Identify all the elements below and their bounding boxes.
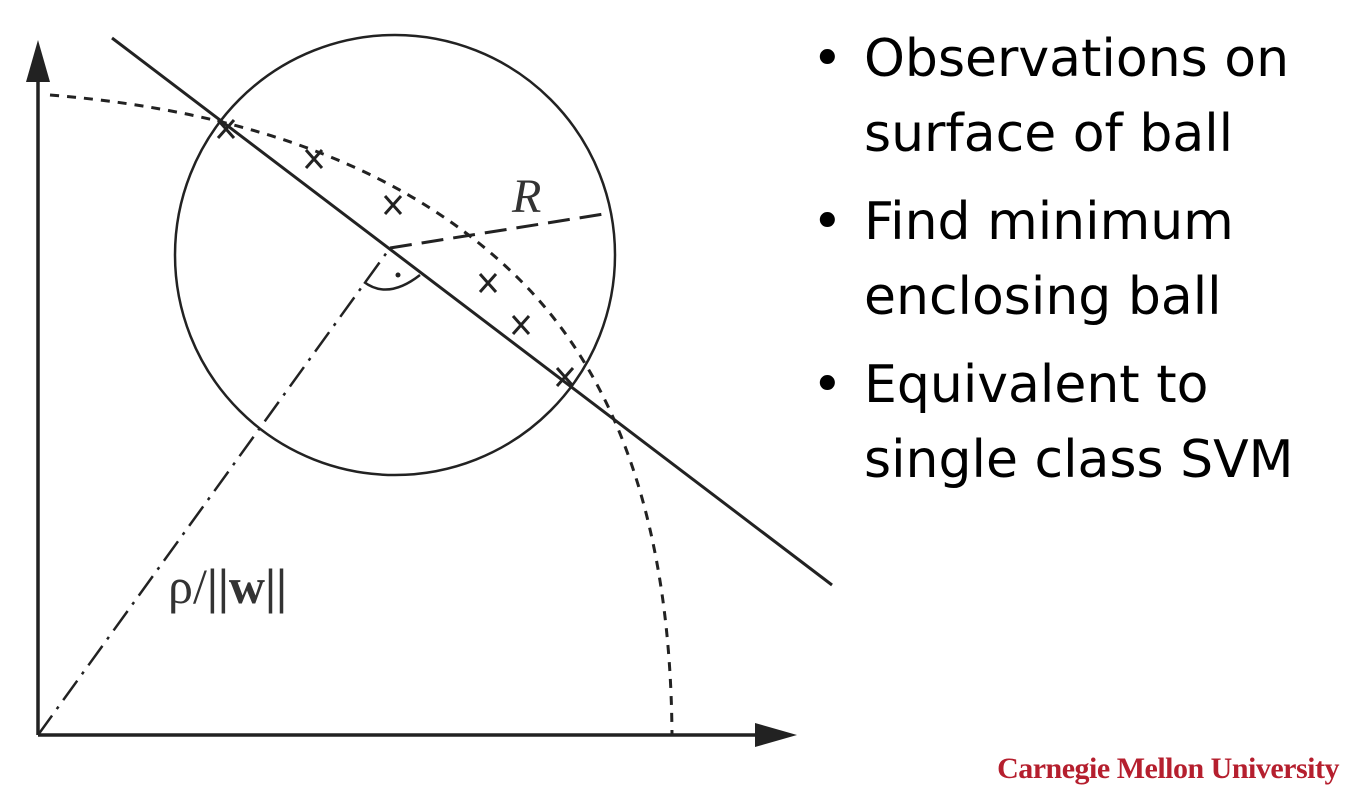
dashed-arc xyxy=(49,93,674,736)
observation-point xyxy=(216,119,236,139)
bullet-list: • Observations on surface of ball • Find… xyxy=(808,22,1338,511)
distance-label: ρ/||w|| xyxy=(168,558,287,614)
observation-point xyxy=(383,195,403,215)
bullet-item: • Observations on surface of ball xyxy=(808,22,1338,172)
bullet-text-line: Find minimum xyxy=(864,192,1234,252)
radius-line xyxy=(389,211,611,250)
normal-distance-line xyxy=(36,247,392,736)
bullet-text-line: Observations on xyxy=(864,29,1290,89)
bullet-item: • Find minimum enclosing ball xyxy=(808,185,1338,335)
x-axis-arrowhead xyxy=(755,723,797,747)
observation-point xyxy=(555,367,575,387)
radius-label: R xyxy=(511,170,541,223)
observation-point xyxy=(478,273,498,293)
bullet-icon: • xyxy=(812,355,843,415)
bullet-icon: • xyxy=(812,29,843,89)
observation-point xyxy=(304,149,324,169)
distance-label-norm-left: || xyxy=(207,558,229,614)
bullet-text-line: single class SVM xyxy=(864,430,1294,490)
right-angle-dot xyxy=(395,272,401,278)
distance-label-norm-right: || xyxy=(265,558,287,614)
right-angle-marker xyxy=(363,274,421,291)
cmu-logo: Carnegie Mellon University xyxy=(997,752,1339,785)
bullet-text-line: Equivalent to xyxy=(864,355,1209,415)
bullet-text-line: enclosing ball xyxy=(864,267,1222,327)
hyperplane-line xyxy=(111,36,833,587)
bullet-text-line: surface of ball xyxy=(864,104,1234,164)
bullet-item: • Equivalent to single class SVM xyxy=(808,348,1338,498)
distance-label-w: w xyxy=(229,558,265,614)
enclosing-ball-diagram: R ρ/||w|| xyxy=(26,33,833,747)
distance-label-rho: ρ/ xyxy=(168,558,207,614)
bullet-icon: • xyxy=(812,192,843,252)
observation-markers xyxy=(216,119,575,387)
y-axis-arrowhead xyxy=(26,40,50,82)
enclosing-ball xyxy=(173,33,617,477)
observation-point xyxy=(511,315,531,335)
